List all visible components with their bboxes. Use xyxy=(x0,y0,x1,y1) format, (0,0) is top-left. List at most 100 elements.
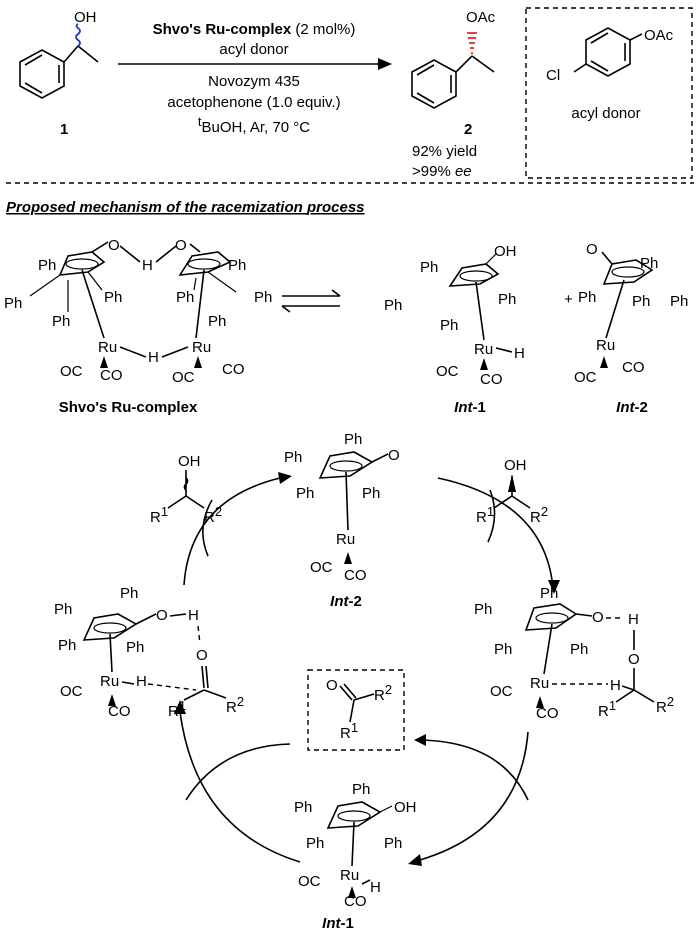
svg-text:Ph: Ph xyxy=(306,835,324,852)
svg-text:CO: CO xyxy=(100,367,123,384)
equilibrium-arrows xyxy=(281,289,341,313)
svg-text:OC: OC xyxy=(60,363,83,380)
svg-text:O: O xyxy=(175,237,187,254)
svg-text:Ph: Ph xyxy=(578,289,596,306)
svg-text:Ph: Ph xyxy=(120,585,138,602)
condition-line-enzyme: Novozym 435 xyxy=(208,73,300,90)
svg-text:Ru: Ru xyxy=(100,673,119,690)
svg-text:Shvo's Ru-complex (2 mol%): Shvo's Ru-complex (2 mol%) xyxy=(153,21,356,38)
svg-text:Ph: Ph xyxy=(344,431,362,448)
svg-text:R1: R1 xyxy=(150,504,168,526)
svg-text:O: O xyxy=(586,241,598,258)
product-acetate-structure: OAc 2 92% yield >99% ee xyxy=(411,9,496,180)
svg-text:tBuOH, Ar, 70 °C: tBuOH, Ar, 70 °C xyxy=(198,114,310,136)
compound-2-label: 2 xyxy=(464,121,472,138)
svg-text:R1: R1 xyxy=(476,504,494,526)
svg-text:OH: OH xyxy=(178,453,201,470)
svg-text:Ph: Ph xyxy=(498,291,516,308)
svg-text:OC: OC xyxy=(436,363,459,380)
condition-line-acyl-donor: acyl donor xyxy=(219,41,288,58)
reaction-arrowhead xyxy=(378,58,392,70)
svg-text:H: H xyxy=(142,257,153,274)
catalyst-name: Shvo's Ru-complex xyxy=(153,21,292,38)
svg-text:OC: OC xyxy=(574,369,597,386)
svg-text:>99% ee: >99% ee xyxy=(412,163,472,180)
svg-text:O: O xyxy=(108,237,120,254)
svg-text:CO: CO xyxy=(222,361,245,378)
ts-complex-left: O H O Ph Ph Ph Ph Ru H R1 R2 OC CO xyxy=(54,585,244,720)
svg-text:Ph: Ph xyxy=(570,641,588,658)
svg-text:Ru: Ru xyxy=(336,531,355,548)
svg-text:Ph: Ph xyxy=(254,289,272,306)
int-1-caption-cycle: Int-1 xyxy=(322,915,354,932)
svg-text:R1: R1 xyxy=(598,698,616,720)
svg-text:Ph: Ph xyxy=(670,293,688,310)
svg-text:CO: CO xyxy=(622,359,645,376)
wavy-bond xyxy=(75,23,81,47)
alcohol-substrate-left: OH R1 R2 xyxy=(150,453,222,526)
reaction-conditions: Shvo's Ru-complex (2 mol%) acyl donor No… xyxy=(118,21,392,136)
svg-text:Ru: Ru xyxy=(340,867,359,884)
svg-text:Ph: Ph xyxy=(474,601,492,618)
svg-text:O: O xyxy=(388,447,400,464)
svg-text:Ru: Ru xyxy=(474,341,493,358)
svg-text:Ph: Ph xyxy=(420,259,438,276)
svg-text:OC: OC xyxy=(298,873,321,890)
svg-text:R2: R2 xyxy=(530,504,548,526)
svg-text:R2: R2 xyxy=(656,694,674,716)
int-1-structure-cycle: OH Ph Ph Ph Ph Ru OC CO H Int-1 xyxy=(294,781,417,932)
svg-text:OC: OC xyxy=(490,683,513,700)
svg-text:Ru: Ru xyxy=(596,337,615,354)
shvo-complex-structure: O H O Ph Ph Ph Ph Ph Ph Ph Ph Ru H Ru OC… xyxy=(4,237,272,416)
svg-text:Ph: Ph xyxy=(228,257,246,274)
svg-text:Ph: Ph xyxy=(4,295,22,312)
svg-text:Ph: Ph xyxy=(384,835,402,852)
ts-complex-right: O H O Ph Ph Ph Ph Ru H R1 R2 OC CO xyxy=(474,585,674,722)
int-1-caption-top: Int-1 xyxy=(454,399,486,416)
acyl-donor-box: OAc Cl acyl donor xyxy=(525,7,693,179)
int-1-structure-top: OH Ph Ph Ph Ph Ru H OC CO Int-1 xyxy=(384,243,525,416)
svg-text:Ph: Ph xyxy=(632,293,650,310)
svg-text:O: O xyxy=(196,647,208,664)
svg-text:O: O xyxy=(326,677,338,694)
svg-text:Ph: Ph xyxy=(38,257,56,274)
svg-text:R2: R2 xyxy=(204,504,222,526)
svg-text:Ph: Ph xyxy=(384,297,402,314)
svg-text:H: H xyxy=(136,673,147,690)
svg-text:H: H xyxy=(148,349,159,366)
svg-text:Ph: Ph xyxy=(208,313,226,330)
catalyst-loading: (2 mol%) xyxy=(291,21,355,38)
svg-text:OC: OC xyxy=(310,559,333,576)
svg-text:OH: OH xyxy=(394,799,417,816)
svg-text:Ph: Ph xyxy=(362,485,380,502)
svg-text:CO: CO xyxy=(344,567,367,584)
start-oh-label: OH xyxy=(74,9,97,26)
cycle-arrows xyxy=(174,472,560,866)
int-2-structure-cycle: O Ph Ph Ph Ph Ru OC CO Int-2 xyxy=(284,431,400,610)
svg-text:Ph: Ph xyxy=(440,317,458,334)
svg-text:CO: CO xyxy=(536,705,559,722)
acyl-donor-caption: acyl donor xyxy=(571,105,640,122)
tbu-superscript: t xyxy=(198,114,202,129)
svg-text:CO: CO xyxy=(480,371,503,388)
ee-value: >99% xyxy=(412,163,455,180)
svg-text:H: H xyxy=(610,677,621,694)
svg-text:OC: OC xyxy=(60,683,83,700)
svg-text:Ph: Ph xyxy=(54,601,72,618)
yield-text: 92% yield xyxy=(412,143,477,160)
plus-sign: + xyxy=(564,291,573,308)
svg-text:OH: OH xyxy=(504,457,527,474)
svg-text:R2: R2 xyxy=(226,694,244,716)
hashed-stereo-bond xyxy=(467,32,477,54)
svg-text:Ph: Ph xyxy=(296,485,314,502)
svg-text:Ph: Ph xyxy=(352,781,370,798)
starting-alcohol-structure: OH 1 xyxy=(19,9,99,138)
mechanism-heading: Proposed mechanism of the racemization p… xyxy=(6,199,365,216)
svg-text:O: O xyxy=(592,609,604,626)
svg-text:Ph: Ph xyxy=(52,313,70,330)
svg-text:Ph: Ph xyxy=(126,639,144,656)
svg-text:Ph: Ph xyxy=(284,449,302,466)
svg-text:CO: CO xyxy=(108,703,131,720)
svg-text:H: H xyxy=(188,607,199,624)
